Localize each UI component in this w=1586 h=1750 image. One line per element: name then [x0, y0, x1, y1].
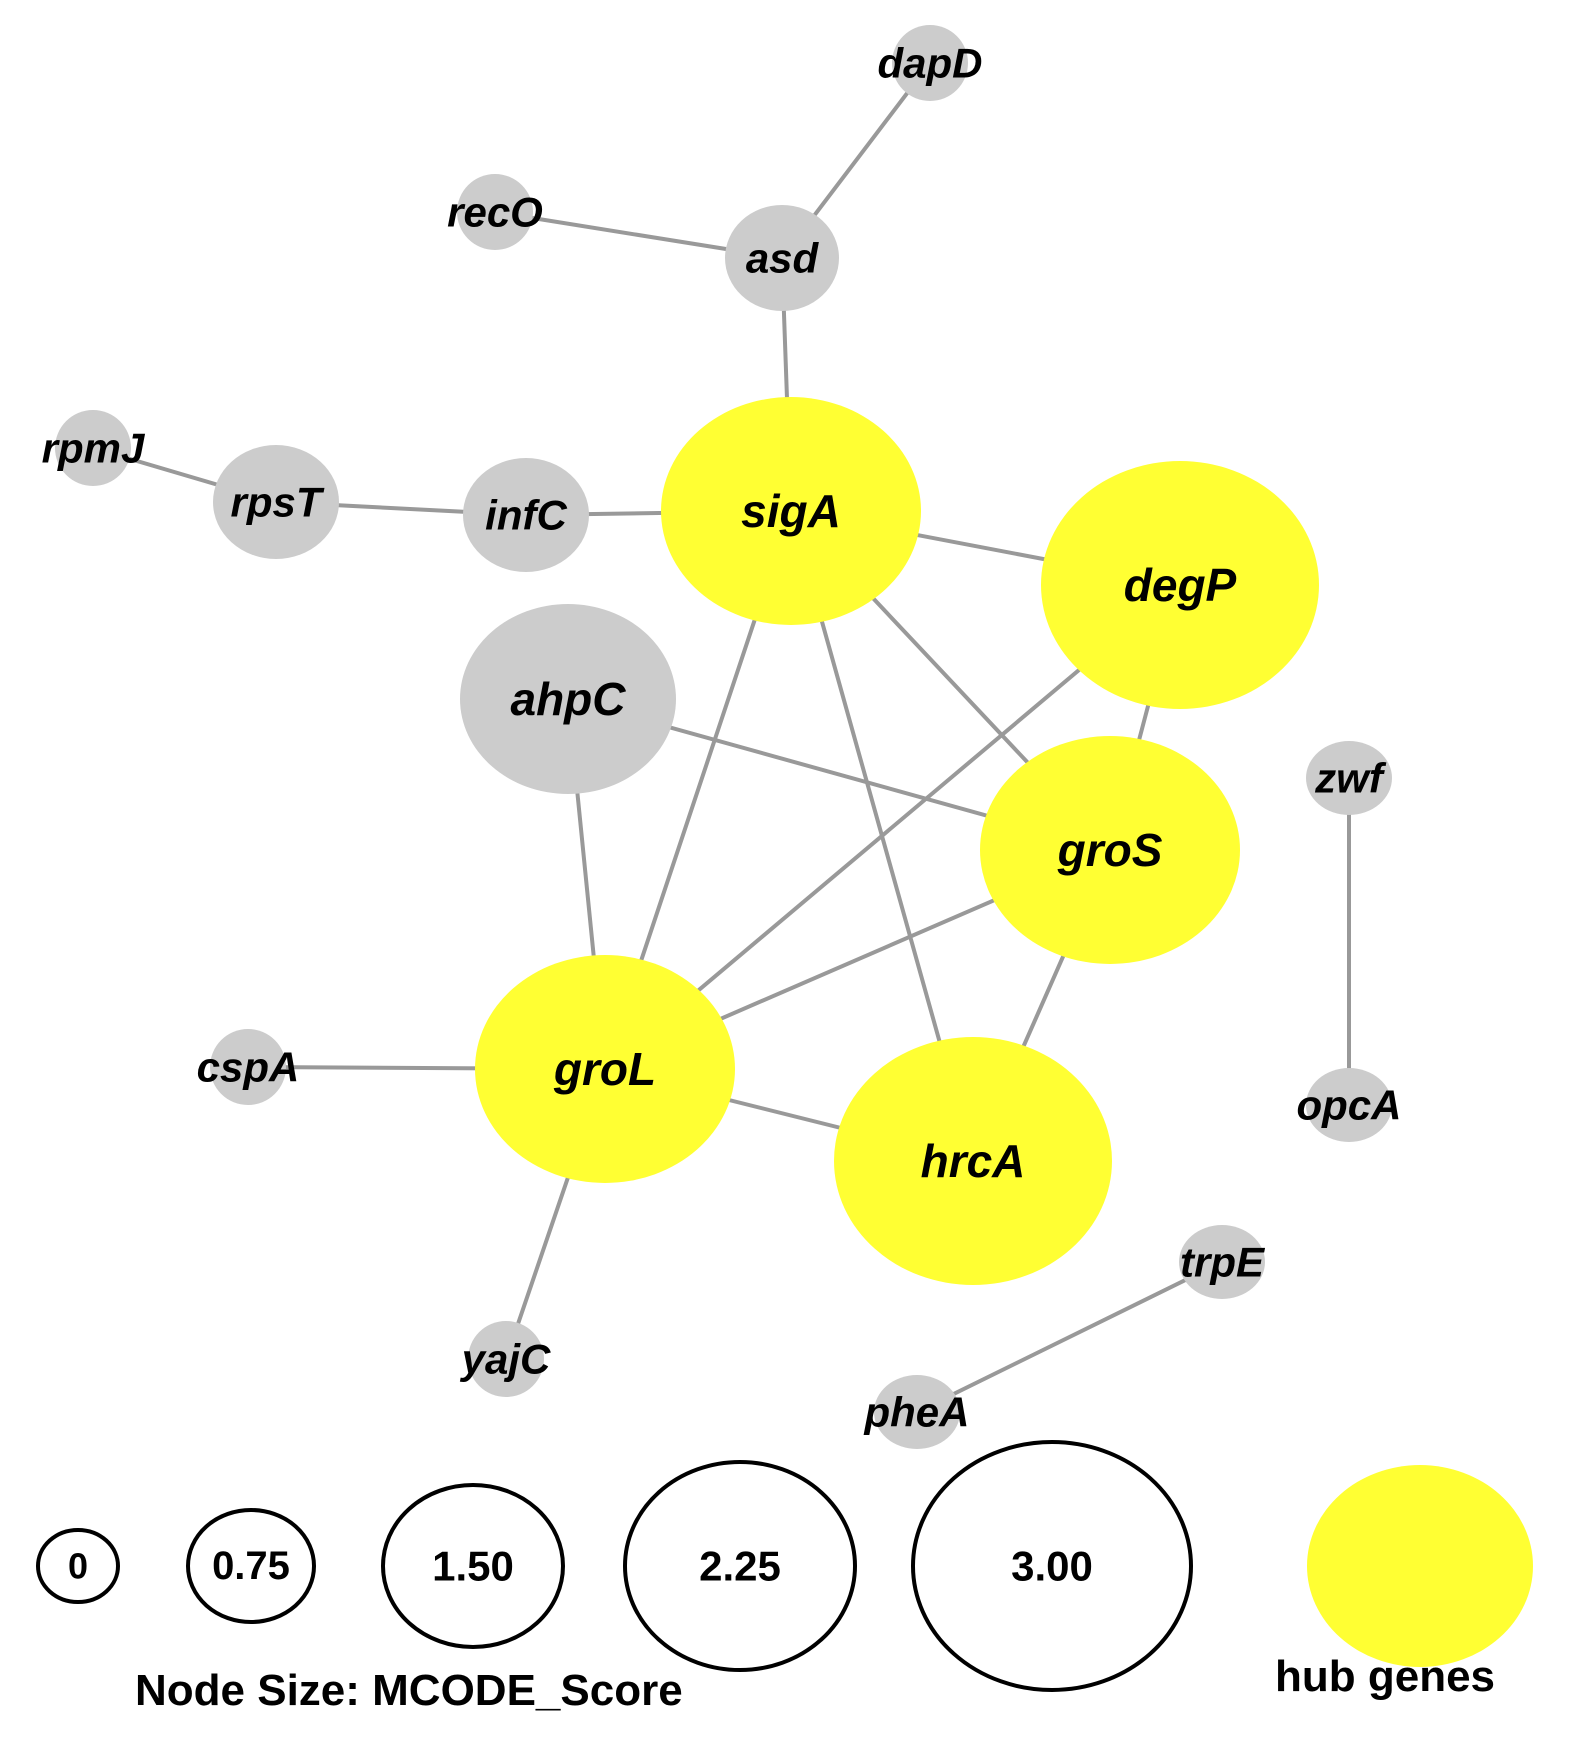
size-legend-ring-2: [381, 1483, 565, 1649]
node-ahpC-circle: [460, 604, 676, 794]
node-asd-circle: [725, 205, 839, 311]
size-legend-value-2: 1.50: [432, 1543, 514, 1590]
node-layer: dapD recO asd rpmJ rpsT infC sigA degP ahpC zwf gr…: [42, 25, 1402, 1449]
node-dapD-circle: [892, 25, 968, 101]
node-degP-label: degP: [1124, 559, 1237, 611]
node-rpmJ: rpmJ: [42, 410, 146, 486]
node-trpE-circle: [1179, 1225, 1265, 1299]
node-rpsT-label: rpsT: [230, 479, 324, 526]
size-legend-value-3: 2.25: [699, 1543, 781, 1590]
size-legend-ring-4: [911, 1440, 1193, 1692]
node-hrcA-label: hrcA: [921, 1135, 1026, 1187]
size-legend-value-1: 0.75: [212, 1544, 290, 1588]
node-yajC: yajC: [460, 1321, 551, 1397]
node-groS: groS: [980, 736, 1240, 964]
node-dapD: dapD: [878, 25, 983, 101]
node-opcA-label: opcA: [1297, 1082, 1402, 1129]
node-groS-label: groS: [1057, 824, 1163, 876]
node-hrcA-circle: [834, 1037, 1112, 1285]
node-rpmJ-circle: [55, 410, 131, 486]
hub-genes-legend-label: hub genes: [1275, 1652, 1495, 1701]
size-legend-ring-3: [623, 1460, 857, 1672]
node-hrcA: hrcA: [834, 1037, 1112, 1285]
edge-trpE-pheA: [915, 1260, 1224, 1414]
node-degP-circle: [1041, 461, 1319, 709]
size-legend-ring-1: [186, 1508, 316, 1624]
hub-genes-swatch: [1307, 1465, 1533, 1667]
node-cspA-circle: [210, 1029, 286, 1105]
node-dapD-label: dapD: [878, 40, 983, 87]
node-infC-label: infC: [485, 492, 567, 539]
node-groL-label: groL: [553, 1043, 656, 1095]
legend: 0 0.75 1.50 2.25 3.00 Node Size: MCODE_Score…: [36, 1440, 1533, 1715]
node-asd: asd: [725, 205, 839, 311]
node-yajC-circle: [468, 1321, 544, 1397]
node-pheA-circle: [874, 1375, 960, 1449]
node-opcA-circle: [1306, 1068, 1392, 1142]
node-groS-circle: [980, 736, 1240, 964]
node-groL: groL: [475, 955, 735, 1183]
node-recO-circle: [457, 174, 533, 250]
node-pheA-label: pheA: [864, 1389, 970, 1436]
node-zwf-circle: [1306, 741, 1392, 815]
node-rpsT: rpsT: [213, 445, 339, 559]
node-rpmJ-label: rpmJ: [42, 425, 146, 472]
node-trpE: trpE: [1179, 1225, 1266, 1299]
node-opcA: opcA: [1297, 1068, 1402, 1142]
node-cspA: cspA: [197, 1029, 300, 1105]
node-sigA-label: sigA: [741, 485, 841, 537]
node-recO: recO: [447, 174, 543, 250]
size-legend-value-0: 0: [68, 1546, 88, 1587]
node-zwf-label: zwf: [1314, 755, 1387, 802]
node-size-legend: 0 0.75 1.50 2.25 3.00: [36, 1440, 1193, 1692]
node-infC-circle: [463, 458, 589, 572]
node-recO-label: recO: [447, 189, 543, 236]
node-sigA: sigA: [661, 397, 921, 625]
node-size-legend-title: Node Size: MCODE_Score: [135, 1666, 683, 1715]
node-asd-label: asd: [746, 235, 820, 282]
size-legend-value-4: 3.00: [1011, 1543, 1093, 1590]
node-groL-circle: [475, 955, 735, 1183]
node-trpE-label: trpE: [1180, 1239, 1266, 1286]
node-ahpC: ahpC: [460, 604, 676, 794]
node-sigA-circle: [661, 397, 921, 625]
node-ahpC-label: ahpC: [511, 673, 627, 725]
size-legend-ring-0: [36, 1528, 120, 1604]
node-zwf: zwf: [1306, 741, 1392, 815]
node-pheA: pheA: [864, 1375, 970, 1449]
node-infC: infC: [463, 458, 589, 572]
node-degP: degP: [1041, 461, 1319, 709]
node-yajC-label: yajC: [460, 1336, 551, 1383]
node-rpsT-circle: [213, 445, 339, 559]
node-cspA-label: cspA: [197, 1044, 300, 1091]
